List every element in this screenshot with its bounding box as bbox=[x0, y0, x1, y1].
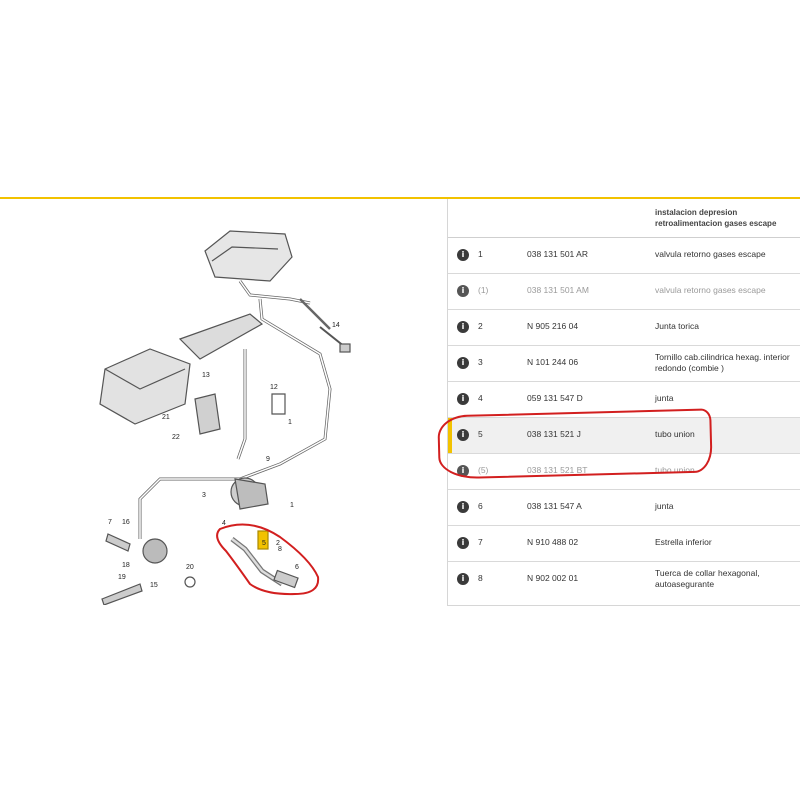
part-position: 1 bbox=[478, 249, 483, 259]
callout-20: 20 bbox=[186, 564, 194, 571]
air-filter-housing bbox=[204, 230, 293, 282]
callout-6: 6 bbox=[295, 564, 299, 571]
part-description: Junta torica bbox=[655, 321, 699, 331]
diagram-svg: 14 13 21 22 1 2 9 3 4 5 6 7 16 18 19 15 … bbox=[99, 230, 351, 605]
part-number: N 101 244 06 bbox=[527, 357, 579, 367]
callout-13: 13 bbox=[202, 372, 210, 379]
part-number: N 902 002 01 bbox=[527, 573, 579, 583]
part-position: 8 bbox=[478, 573, 483, 583]
info-icon[interactable]: i bbox=[457, 537, 469, 549]
top-accent-line bbox=[0, 197, 800, 199]
part-position: 2 bbox=[478, 321, 483, 331]
callout-18: 18 bbox=[122, 562, 130, 569]
part-row[interactable]: i 2 N 905 216 04 Junta torica bbox=[448, 310, 800, 346]
part-description: tubo union bbox=[655, 465, 695, 475]
info-icon[interactable]: i bbox=[457, 321, 469, 333]
info-icon[interactable]: i bbox=[457, 249, 469, 261]
part-number: 038 131 521 J bbox=[527, 429, 581, 439]
solenoid-valve bbox=[194, 393, 221, 435]
part-description: Tornillo cab.cilindrica hexag. interior … bbox=[655, 352, 790, 373]
vacuum-reservoir bbox=[142, 538, 168, 564]
info-icon[interactable]: i bbox=[457, 501, 469, 513]
part-description: valvula retorno gases escape bbox=[655, 285, 766, 295]
part-row[interactable]: i 3 N 101 244 06 Tornillo cab.cilindrica… bbox=[448, 346, 800, 382]
part-number: 038 131 521 BT bbox=[527, 465, 588, 475]
part-row[interactable]: i 1 038 131 501 AR valvula retorno gases… bbox=[448, 238, 800, 274]
part-position: 7 bbox=[478, 537, 483, 547]
part-number: N 905 216 04 bbox=[527, 321, 579, 331]
callout-8: 8 bbox=[278, 546, 282, 553]
callout-4: 4 bbox=[222, 520, 226, 527]
part-number: 038 131 547 A bbox=[527, 501, 582, 511]
part-description: junta bbox=[655, 501, 674, 511]
part-position: 6 bbox=[478, 501, 483, 511]
callout-21: 21 bbox=[162, 414, 170, 421]
info-icon[interactable]: i bbox=[457, 429, 469, 441]
diagram-callouts: 14 13 21 22 1 2 9 3 4 5 6 7 16 18 19 15 … bbox=[108, 322, 340, 589]
exploded-parts-diagram: 14 13 21 22 1 2 9 3 4 5 6 7 16 18 19 15 … bbox=[0, 199, 447, 605]
callout-15: 15 bbox=[150, 582, 158, 589]
annotation-circle-diagram bbox=[216, 523, 320, 596]
part-number: N 910 488 02 bbox=[527, 537, 579, 547]
info-icon[interactable]: i bbox=[457, 285, 469, 297]
callout-3: 3 bbox=[202, 492, 206, 499]
callout-9: 9 bbox=[266, 456, 270, 463]
part-position: 3 bbox=[478, 357, 483, 367]
part-row[interactable]: i 7 N 910 488 02 Estrella inferior bbox=[448, 526, 800, 562]
callout-1b: 1 bbox=[288, 419, 292, 426]
part-row[interactable]: i 4 059 131 547 D junta bbox=[448, 382, 800, 418]
header-title-line1: instalacion depresion bbox=[655, 208, 738, 217]
part-number: 038 131 501 AR bbox=[527, 249, 588, 259]
part-row[interactable]: i (5) 038 131 521 BT tubo union bbox=[448, 454, 800, 490]
part-description: junta bbox=[655, 393, 674, 403]
info-icon[interactable]: i bbox=[457, 573, 469, 585]
header-title: instalacion depresion retroalimentacion … bbox=[655, 207, 800, 229]
callout-5: 5 bbox=[262, 540, 266, 547]
callout-2: 2 bbox=[276, 540, 280, 547]
callout-19: 19 bbox=[118, 574, 126, 581]
part-number: 059 131 547 D bbox=[527, 393, 583, 403]
info-icon[interactable]: i bbox=[457, 465, 469, 477]
part-description: tubo union bbox=[655, 429, 695, 439]
callout-14: 14 bbox=[332, 322, 340, 329]
part-row[interactable]: i 8 N 902 002 01 Tuerca de collar hexago… bbox=[448, 562, 800, 598]
parts-list-panel: instalacion depresion retroalimentacion … bbox=[447, 199, 800, 606]
info-icon[interactable]: i bbox=[457, 357, 469, 369]
part-description: Estrella inferior bbox=[655, 537, 712, 547]
part-row[interactable]: i (1) 038 131 501 AM valvula retorno gas… bbox=[448, 274, 800, 310]
part-description: valvula retorno gases escape bbox=[655, 249, 766, 259]
part-position: (1) bbox=[478, 285, 489, 295]
callout-16: 16 bbox=[122, 519, 130, 526]
part-position: (5) bbox=[478, 465, 489, 475]
part-position: 4 bbox=[478, 393, 483, 403]
callout-22: 22 bbox=[172, 434, 180, 441]
callout-1: 1 bbox=[290, 502, 294, 509]
callout-7: 7 bbox=[108, 519, 112, 526]
info-icon[interactable]: i bbox=[457, 393, 469, 405]
part-number: 038 131 501 AM bbox=[527, 285, 589, 295]
part-description: Tuerca de collar hexagonal, autoaseguran… bbox=[655, 568, 760, 589]
part-row-selected[interactable]: i 5 038 131 521 J tubo union bbox=[448, 418, 800, 454]
parts-list-header: instalacion depresion retroalimentacion … bbox=[448, 199, 800, 238]
callout-12: 12 bbox=[270, 384, 278, 391]
part-position: 5 bbox=[478, 429, 483, 439]
header-title-line2: retroalimentacion gases escape bbox=[655, 219, 777, 228]
part-row[interactable]: i 6 038 131 547 A junta bbox=[448, 490, 800, 526]
vacuum-distributor bbox=[178, 313, 264, 360]
selection-bar bbox=[448, 418, 452, 453]
